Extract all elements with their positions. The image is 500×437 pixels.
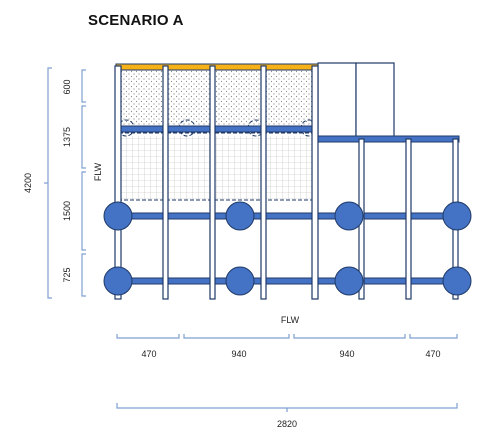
hdim-470-left-bracket <box>116 334 180 339</box>
vdim-segment-label: 725 <box>62 267 72 282</box>
post <box>311 65 319 300</box>
vdim-725-bracket <box>81 253 86 297</box>
support-node <box>442 201 472 231</box>
hdim-segment-label: 940 <box>339 349 354 359</box>
vdim-600-bracket <box>81 69 86 103</box>
hdim-total-label: 2820 <box>277 419 297 429</box>
post <box>209 65 216 300</box>
support-node <box>334 266 364 296</box>
vdim-segment-label: 1375 <box>62 127 72 147</box>
post <box>162 65 169 300</box>
hdim-total-bracket <box>116 403 458 409</box>
support-node <box>334 201 364 231</box>
upper-right-boxes <box>317 62 395 138</box>
mid-beam-right <box>317 135 460 143</box>
mid-beam-left <box>115 125 319 133</box>
horizontal-dimensions <box>116 334 458 412</box>
vdim-segment-label: 1500 <box>62 201 72 221</box>
hdim-940-left-bracket <box>183 334 290 339</box>
hdim-segment-label: 470 <box>425 349 440 359</box>
flw-vertical-label: FLW <box>93 162 103 181</box>
diagram-title: SCENARIO A <box>88 12 184 29</box>
flw-horizontal-label: FLW <box>281 315 300 325</box>
support-node <box>442 266 472 296</box>
box-right-1 <box>317 62 357 138</box>
support-node <box>225 266 255 296</box>
beam-level-1 <box>105 277 459 285</box>
box-right-2 <box>355 62 395 138</box>
hdim-segment-label: 940 <box>231 349 246 359</box>
support-node <box>103 201 133 231</box>
supports <box>103 201 472 296</box>
cap-beam <box>115 63 319 71</box>
post <box>260 65 267 300</box>
vdim-total-bracket <box>47 67 52 299</box>
hdim-940-right-bracket <box>293 334 406 339</box>
vdim-segment-label: 600 <box>62 79 72 94</box>
hdim-segment-label: 470 <box>141 349 156 359</box>
support-node <box>225 201 255 231</box>
vdim-total-label: 4200 <box>23 173 33 193</box>
support-node <box>103 266 133 296</box>
vdim-1500-bracket <box>81 171 86 251</box>
beam-level-2 <box>105 212 459 220</box>
hdim-470-right-bracket <box>409 334 458 339</box>
vertical-dimensions <box>44 67 86 299</box>
post <box>405 138 412 300</box>
vdim-1375-bracket <box>81 105 86 169</box>
post <box>114 65 122 300</box>
